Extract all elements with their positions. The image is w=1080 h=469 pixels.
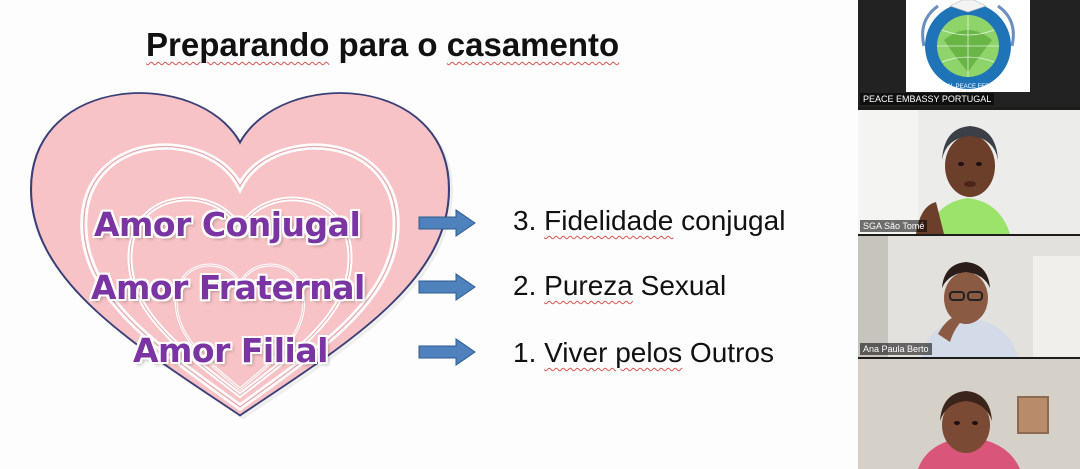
participant-video <box>858 110 1080 234</box>
participant-video <box>858 359 1080 469</box>
participant-tile[interactable] <box>858 359 1080 469</box>
participant-tile[interactable]: Ana Paula Berto <box>858 236 1080 357</box>
step-viver: 1. Viver pelos Outros <box>513 337 774 368</box>
participant-tile[interactable]: UNIVERSAL PEACE FEDERATION PEACE EMBASSY… <box>858 0 1080 107</box>
upf-logo-text: UNIVERSAL PEACE FEDERATION <box>920 84 1016 90</box>
arrow-right-icon <box>418 209 476 237</box>
participant-video <box>858 236 1080 357</box>
upf-logo-icon: UNIVERSAL PEACE FEDERATION <box>906 0 1030 92</box>
participant-video-strip: UNIVERSAL PEACE FEDERATION PEACE EMBASSY… <box>858 0 1080 469</box>
presentation-slide: Preparando para o casamento Amor Conjuga… <box>29 26 786 420</box>
participant-tile[interactable]: SGA São Tomé <box>858 110 1080 234</box>
step-fidelidade: 3. Fidelidade conjugal <box>513 205 786 236</box>
slide-title: Preparando para o casamento <box>146 26 620 63</box>
arrow-right-icon <box>418 338 476 366</box>
arrow-right-icon <box>418 273 476 301</box>
participant-name: PEACE EMBASSY PORTUGAL <box>860 93 995 105</box>
participant-name: Ana Paula Berto <box>860 343 932 355</box>
participant-name: SGA São Tomé <box>860 220 928 232</box>
love-label-conjugal: Amor Conjugal <box>94 205 361 244</box>
love-label-fraternal: Amor Fraternal <box>91 268 365 307</box>
love-label-filial: Amor Filial <box>133 331 328 370</box>
step-pureza: 2. Pureza Sexual <box>513 270 727 301</box>
